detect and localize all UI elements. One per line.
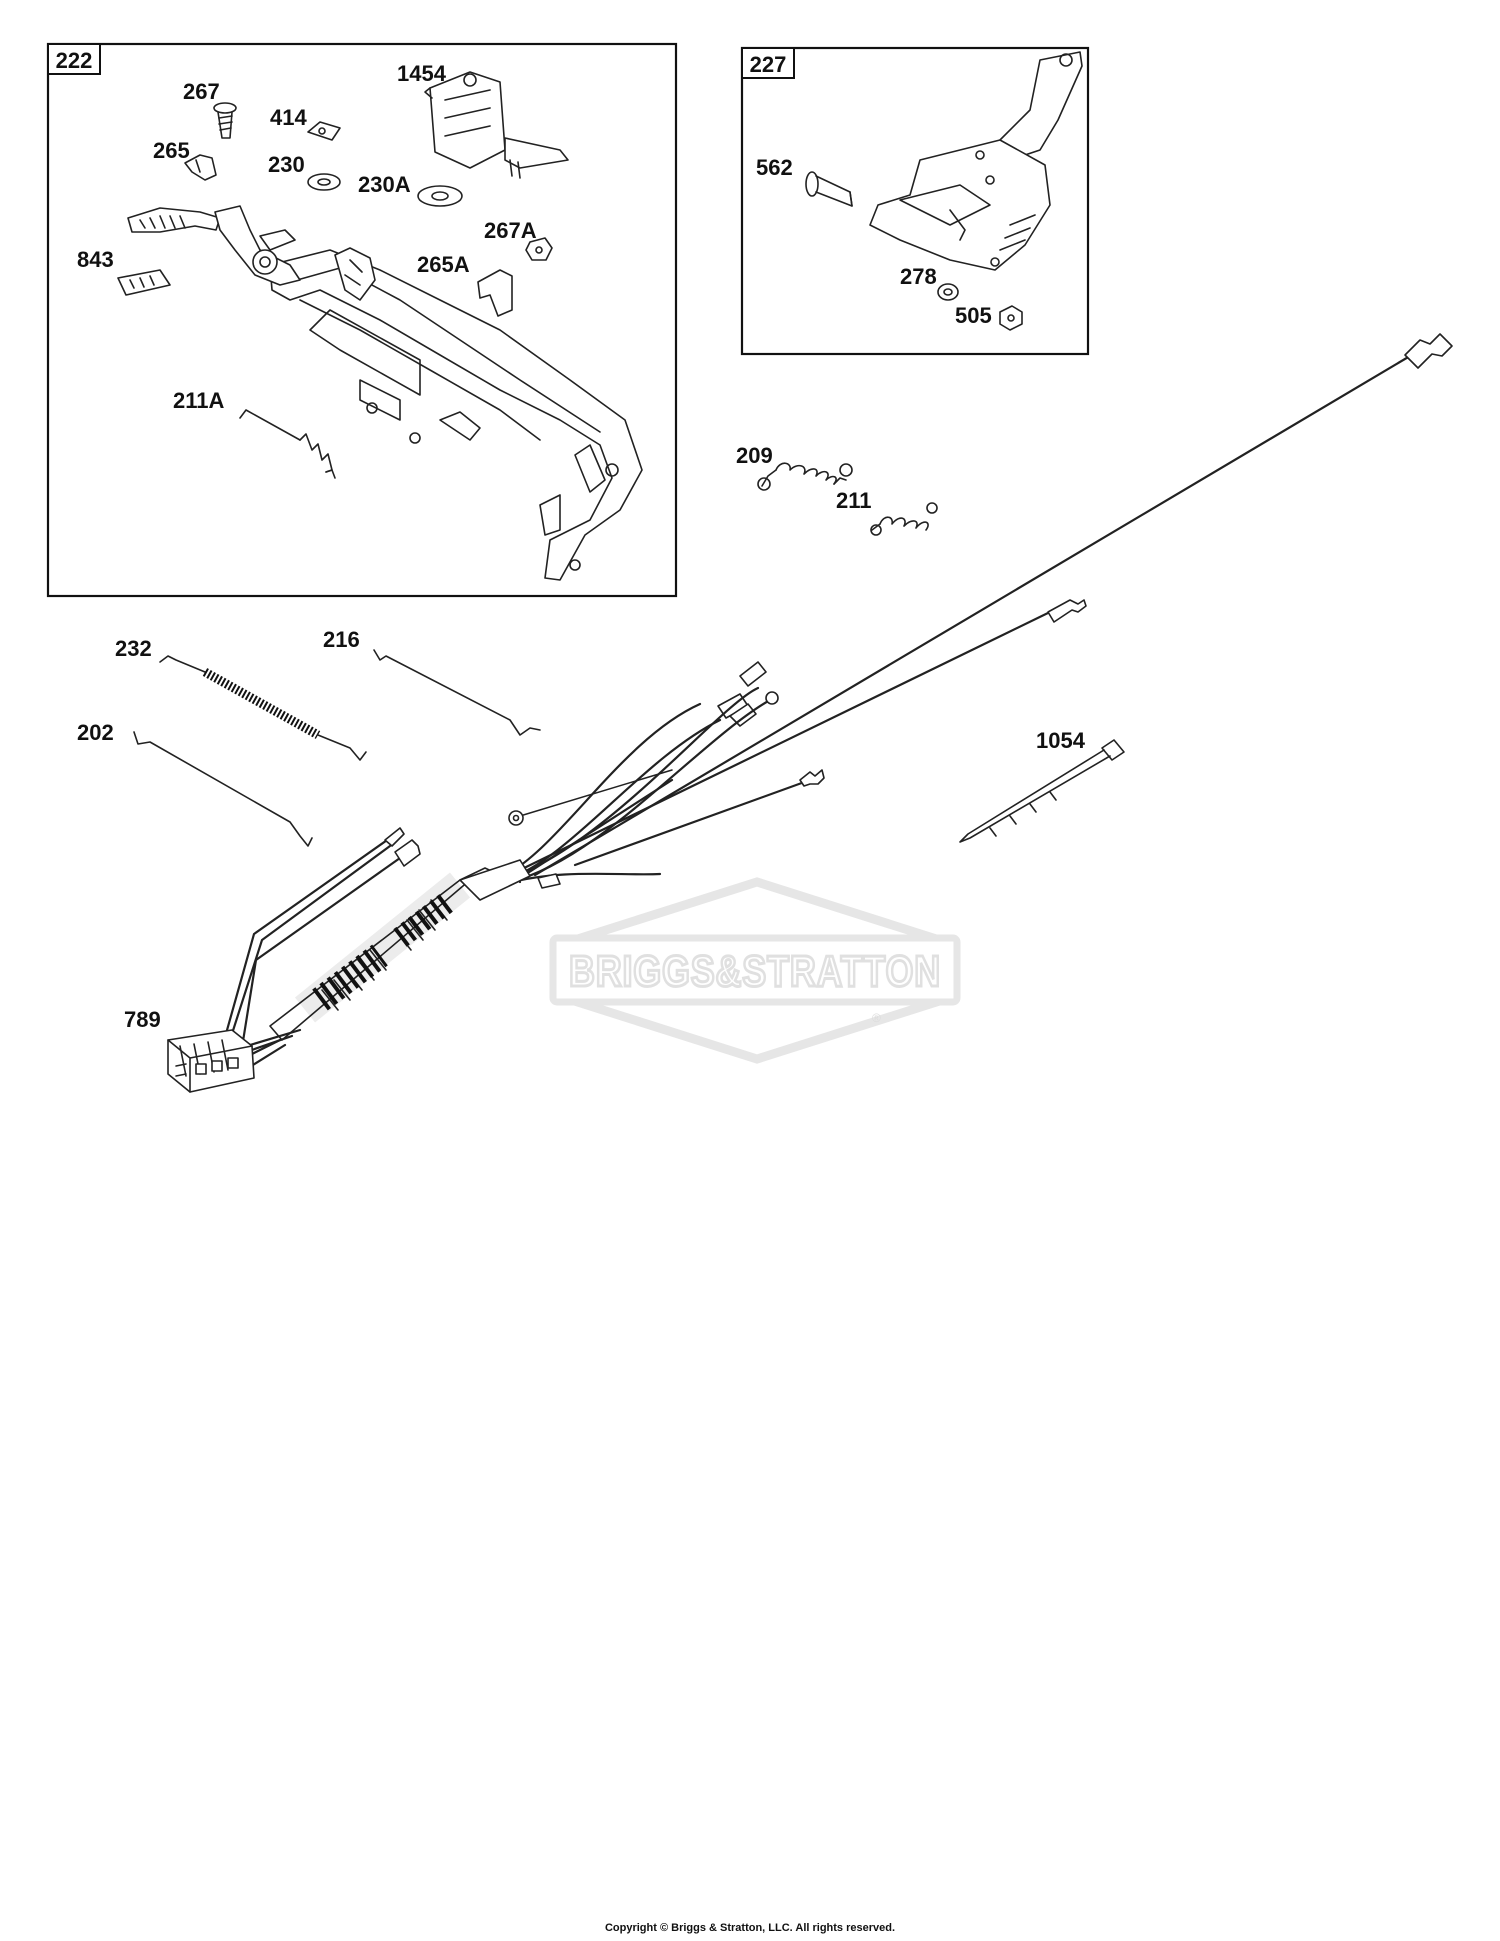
watermark-registered-mark: ® [872, 1011, 881, 1025]
label-265: 265 [153, 138, 190, 163]
part-789-wiring-harness [167, 333, 1453, 1093]
brand-watermark: BRIGGS&STRATTON ® [549, 877, 961, 1064]
label-843: 843 [77, 247, 114, 272]
label-1454: 1454 [397, 61, 447, 86]
label-209: 209 [736, 443, 773, 468]
harness-plug [167, 1029, 255, 1093]
part-278-washer [937, 283, 959, 301]
bellows-sleeve [294, 872, 471, 1023]
label-216: 216 [323, 627, 360, 652]
watermark-text: BRIGGS&STRATTON [569, 947, 941, 996]
part-labels: 267 414 1454 265 230 230A 267A 843 265A … [77, 61, 1086, 1032]
label-211: 211 [836, 488, 872, 513]
box-222-frame [46, 42, 678, 598]
part-227-control-plate [869, 51, 1083, 271]
part-267A-nut [525, 237, 553, 261]
label-1054: 1054 [1036, 728, 1086, 753]
part-843-block [117, 269, 171, 296]
part-562-bolt [805, 171, 853, 207]
part-414-clip [307, 121, 341, 141]
label-267A: 267A [484, 218, 537, 243]
part-1054-cable-tie [959, 739, 1125, 843]
label-265A: 265A [417, 252, 470, 277]
label-230: 230 [268, 152, 305, 177]
label-230A: 230A [358, 172, 411, 197]
part-230A-washer [417, 185, 463, 207]
part-1454-switch [424, 71, 569, 179]
control-bracket [269, 249, 643, 581]
part-216-rod [373, 649, 541, 736]
part-265A-bracket [477, 269, 513, 317]
part-202-rod [133, 731, 313, 847]
label-414: 414 [270, 105, 307, 130]
throttle-lever [127, 205, 376, 301]
box-label-222: 222 [56, 48, 93, 73]
part-211A-spring [239, 409, 336, 479]
label-505: 505 [955, 303, 992, 328]
box-222-group: 222 [46, 42, 678, 598]
copyright-notice: Copyright © Briggs & Stratton, LLC. All … [604, 1922, 896, 1934]
label-232: 232 [115, 636, 152, 661]
label-789: 789 [124, 1007, 161, 1032]
part-505-nut [999, 305, 1023, 331]
box-227-frame [740, 46, 1090, 356]
label-278: 278 [900, 264, 937, 289]
part-211-spring [870, 502, 938, 536]
part-209-spring [757, 462, 853, 491]
label-202: 202 [77, 720, 114, 745]
box-label-227: 227 [750, 52, 787, 77]
part-232-spring [159, 655, 367, 761]
label-267: 267 [183, 79, 220, 104]
part-267-screw [213, 102, 237, 139]
label-211A: 211A [173, 388, 224, 413]
part-230-washer [307, 173, 341, 191]
part-265-clip [184, 154, 217, 181]
label-562: 562 [756, 155, 793, 180]
box-227-group: 227 [740, 46, 1090, 356]
